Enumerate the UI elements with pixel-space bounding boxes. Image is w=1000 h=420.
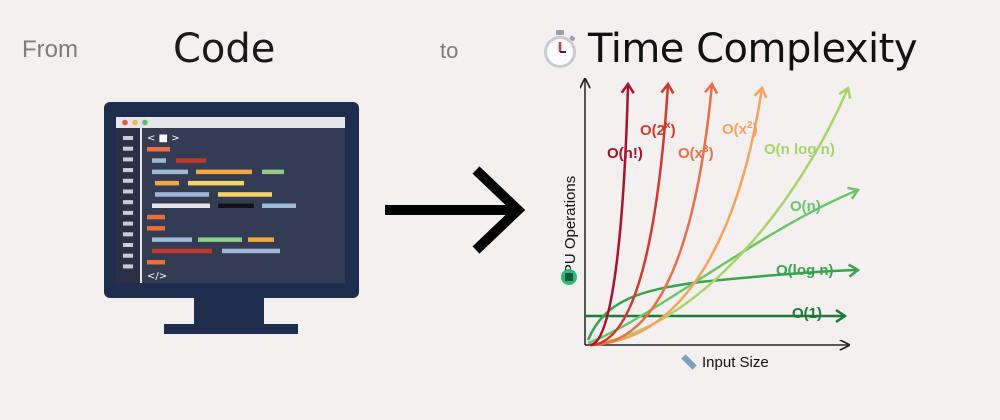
code-line bbox=[222, 248, 280, 254]
code-line bbox=[196, 169, 252, 175]
gutter-mark bbox=[123, 146, 133, 151]
label-linear: O(n) bbox=[790, 198, 821, 215]
curve-log-n bbox=[586, 268, 859, 341]
code-line bbox=[155, 180, 179, 186]
gutter-mark bbox=[123, 210, 133, 215]
code-line bbox=[147, 260, 165, 265]
close-tag-glyph: </> bbox=[147, 271, 167, 282]
ruler-icon bbox=[681, 354, 697, 370]
code-line bbox=[248, 237, 274, 242]
curve-cubic-arrowhead bbox=[704, 81, 719, 95]
curve-n-factorial-arrowhead bbox=[620, 81, 635, 94]
stopwatch-icon bbox=[544, 30, 576, 68]
title-row: Time Complexity bbox=[540, 26, 918, 72]
gutter-mark bbox=[123, 232, 133, 237]
cpu-chip-icon bbox=[561, 269, 577, 285]
code-line bbox=[147, 226, 165, 231]
code-line bbox=[152, 248, 212, 254]
gutter-mark bbox=[123, 189, 133, 194]
code-line bbox=[147, 214, 165, 220]
label-exponential: O(2x) bbox=[640, 120, 676, 139]
code-line bbox=[218, 192, 272, 197]
curve-quadratic-arrowhead bbox=[753, 85, 768, 99]
label-n-factorial: O(n!) bbox=[607, 145, 643, 162]
code-line bbox=[155, 192, 209, 197]
label-log-n: O(log n) bbox=[776, 262, 833, 279]
gutter-mark bbox=[123, 157, 133, 162]
label-cubic: O(x3) bbox=[678, 144, 714, 162]
nav-glyphs: < ■ > bbox=[147, 133, 180, 144]
gutter-mark bbox=[123, 136, 133, 140]
x-axis-label: Input Size bbox=[702, 354, 769, 371]
curve-n-factorial bbox=[589, 83, 630, 347]
gutter-mark bbox=[123, 178, 133, 183]
label-quadratic: O(x2) bbox=[722, 120, 758, 138]
gutter-mark bbox=[123, 168, 133, 173]
curve-cubic bbox=[589, 83, 714, 347]
to-text: to bbox=[440, 38, 459, 63]
gutter-mark bbox=[123, 253, 133, 258]
code-line bbox=[198, 237, 242, 242]
code-text: Code bbox=[173, 26, 276, 72]
label-constant: O(1) bbox=[792, 305, 822, 322]
code-line bbox=[218, 203, 254, 208]
curve-log-n-arrowhead bbox=[847, 263, 861, 278]
right-arrow-icon bbox=[385, 166, 526, 254]
title-text: Time Complexity bbox=[588, 26, 918, 72]
code-line bbox=[152, 169, 188, 175]
code-line bbox=[176, 158, 206, 163]
code-line bbox=[147, 147, 170, 152]
code-line bbox=[188, 180, 244, 186]
gutter-mark bbox=[123, 200, 133, 205]
gutter-mark bbox=[123, 221, 133, 226]
code-line bbox=[262, 203, 296, 208]
curve-exponential bbox=[589, 83, 670, 347]
curve-linear-arrowhead bbox=[847, 186, 861, 200]
curve-n-log-n bbox=[589, 87, 850, 347]
curve-constant-arrowhead bbox=[835, 308, 848, 324]
label-n-log-n: O(n log n) bbox=[764, 141, 835, 158]
code-line bbox=[152, 237, 192, 242]
code-line bbox=[152, 158, 166, 163]
gutter-mark bbox=[123, 243, 133, 247]
gutter-mark bbox=[123, 264, 133, 269]
code-line bbox=[262, 169, 284, 175]
curve-quadratic bbox=[589, 87, 764, 347]
curve-exponential-arrowhead bbox=[660, 81, 675, 95]
monitor-code-icon: < ■ > </> bbox=[104, 102, 359, 334]
complexity-chart: CPU Operations Input Size O(n!) O(2x) O(… bbox=[561, 80, 861, 371]
from-text: From bbox=[22, 36, 78, 63]
y-axis-label: CPU Operations bbox=[562, 176, 579, 285]
code-line bbox=[152, 203, 210, 208]
curve-n-log-n-arrowhead bbox=[838, 85, 852, 99]
